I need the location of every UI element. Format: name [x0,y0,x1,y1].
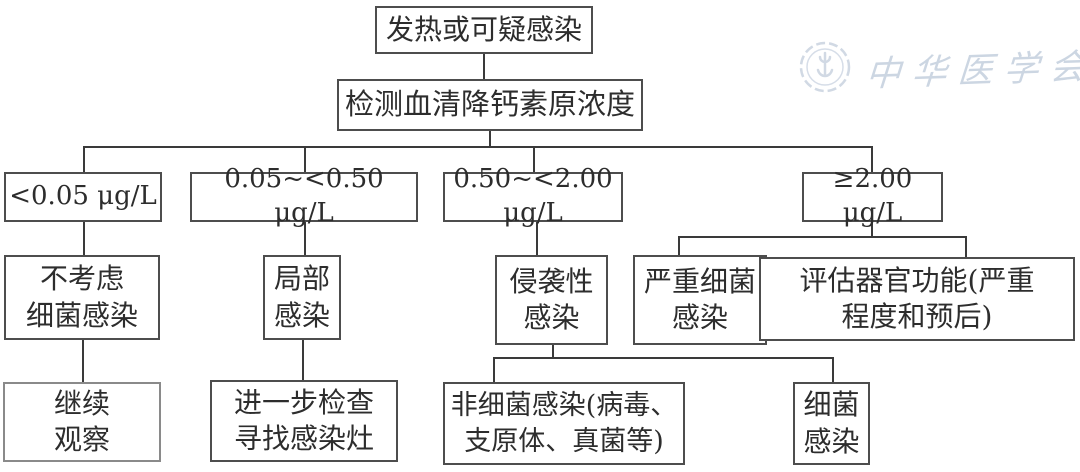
connector-to-non-bacterial [493,357,495,382]
box-continue-observation: 继续 观察 [3,382,161,462]
box-bacterial-infection: 细菌 感染 [793,382,870,465]
connector-local-to-further-exam [302,340,304,380]
connector-ranges-bus [83,146,873,148]
box-assess-organ-function: 评估器官功能(严重 程度和预后) [759,257,1075,341]
connector-range1-to-no-bacterial [83,222,85,255]
box-no-bacterial-infection: 不考虑 细菌感染 [4,255,160,340]
box-local-infection: 局部 感染 [263,255,341,340]
connector-to-bacterial [832,357,834,382]
connector-range3-to-invasive [536,222,538,255]
box-invasive-infection: 侵袭性 感染 [495,255,608,345]
connector-bus-to-range3 [533,146,535,172]
box-pct-ge-200: ≥2.00 μg/L [802,164,943,228]
cma-seal-icon [799,41,851,93]
box-pct-005-to-050: 0.05~<0.50 μg/L [190,164,418,228]
box-non-bacterial-infection: 非细菌感染(病毒、 支原体、真菌等) [443,382,685,465]
connector-invasive-down [552,345,554,357]
connector-to-assess-organ [965,236,967,257]
connector-test-down [489,131,491,147]
connector-to-severe-bacterial [678,236,680,255]
box-pct-050-to-200: 0.50~<2.00 μg/L [443,164,623,228]
connector-root-to-test [483,54,485,79]
box-test-serum-pct: 检测血清降钙素原浓度 [337,79,643,131]
box-severe-bacterial-infection: 严重细菌 感染 [633,255,767,345]
watermark-text: 中华医学会 [864,46,1080,95]
box-fever-or-suspected-infection: 发热或可疑感染 [375,6,593,54]
connector-range4-down [871,222,873,236]
connector-bus-to-range1 [83,146,85,172]
connector-bus-to-range2 [304,146,306,172]
box-pct-lt-005: <0.05 μg/L [4,172,162,222]
watermark: 中华医学会 [798,40,1080,95]
connector-invasive-bus [493,357,834,359]
connector-range2-to-local [304,222,306,255]
connector-bus-to-range4 [871,146,873,172]
box-further-examination: 进一步检查 寻找感染灶 [210,380,398,462]
connector-no-bacterial-to-observe [82,340,84,382]
connector-range4-bus [678,236,967,238]
